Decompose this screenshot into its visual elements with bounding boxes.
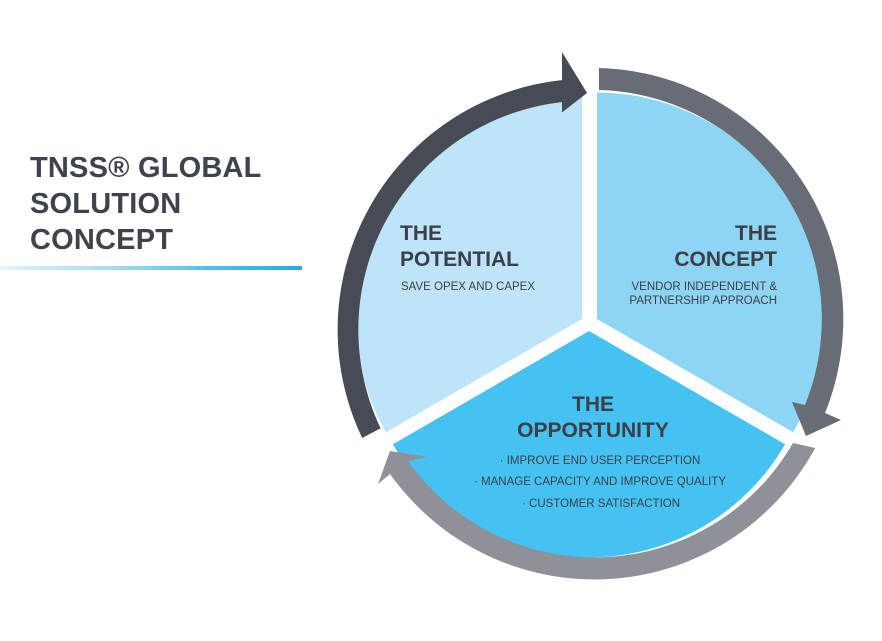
title-line-1: TNSS® GLOBAL bbox=[30, 152, 262, 184]
opportunity-item-1: · IMPROVE END USER PERCEPTION bbox=[500, 455, 701, 467]
title-line-3: CONCEPT bbox=[30, 224, 174, 256]
segment-concept bbox=[597, 92, 824, 433]
arrow-opportunity bbox=[378, 443, 816, 580]
potential-label-group: THE POTENTIAL SAVE OPEX AND CAPEX bbox=[400, 222, 535, 293]
potential-heading-line-2: POTENTIAL bbox=[400, 248, 519, 271]
concept-item-2: PARTNERSHIP APPROACH bbox=[629, 295, 777, 307]
opportunity-label-group: THE OPPORTUNITY · IMPROVE END USER PERCE… bbox=[474, 393, 726, 510]
opportunity-item-3: · CUSTOMER SATISFACTION bbox=[522, 498, 680, 510]
potential-item-1: SAVE OPEX AND CAPEX bbox=[401, 281, 535, 293]
concept-heading-line-2: CONCEPT bbox=[674, 248, 777, 271]
concept-item-1: VENDOR INDEPENDENT & bbox=[632, 281, 778, 293]
concept-heading-line-1: THE bbox=[735, 222, 777, 245]
arrow-concept bbox=[599, 68, 844, 436]
opportunity-item-2: · MANAGE CAPACITY AND IMPROVE QUALITY bbox=[474, 476, 726, 488]
title-line-2: SOLUTION bbox=[30, 188, 182, 220]
opportunity-heading-line-1: THE bbox=[572, 393, 614, 416]
segment-opportunity bbox=[392, 331, 786, 558]
page-title: TNSS® GLOBAL SOLUTION CONCEPT bbox=[30, 150, 262, 258]
arrow-potential bbox=[337, 52, 587, 438]
title-accent-line bbox=[0, 266, 302, 270]
concept-label-group: THE CONCEPT VENDOR INDEPENDENT & PARTNER… bbox=[629, 222, 777, 307]
opportunity-heading-line-2: OPPORTUNITY bbox=[517, 419, 669, 442]
potential-heading-line-1: THE bbox=[400, 222, 442, 245]
